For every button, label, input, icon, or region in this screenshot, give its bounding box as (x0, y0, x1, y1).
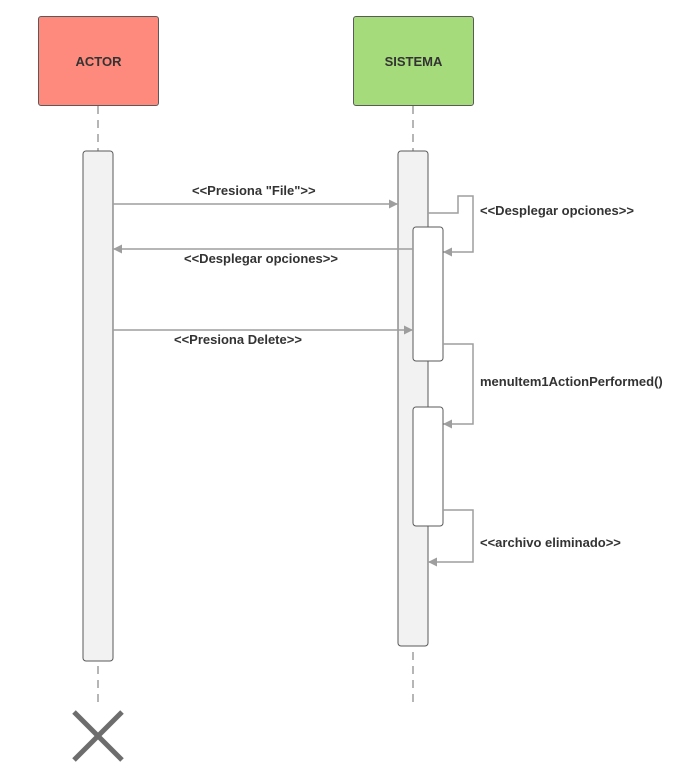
participant-actor: ACTOR (38, 16, 159, 106)
self-message-arrow-desplegar (428, 195, 474, 257)
system-nested-activation-1 (412, 226, 444, 362)
participant-actor-label: ACTOR (75, 53, 122, 69)
message-label-menuitem: menuItem1ActionPerformed() (480, 374, 663, 389)
actor-activation (82, 150, 114, 662)
message-label-desplegar-self: <<Desplegar opciones>> (480, 203, 634, 218)
message-label-presiona-delete: <<Presiona Delete>> (174, 332, 302, 347)
system-nested-activation-2 (412, 406, 444, 527)
self-message-arrow-menuitem (443, 343, 474, 429)
message-label-desplegar-return: <<Desplegar opciones>> (184, 251, 338, 266)
message-label-presiona-file: <<Presiona "File">> (192, 183, 316, 198)
system-activation (397, 150, 429, 647)
participant-system: SISTEMA (353, 16, 474, 106)
self-message-arrow-archivo (428, 509, 474, 567)
participant-system-label: SISTEMA (384, 53, 443, 69)
message-label-archivo: <<archivo eliminado>> (480, 535, 621, 550)
destroy-icon (72, 710, 124, 762)
